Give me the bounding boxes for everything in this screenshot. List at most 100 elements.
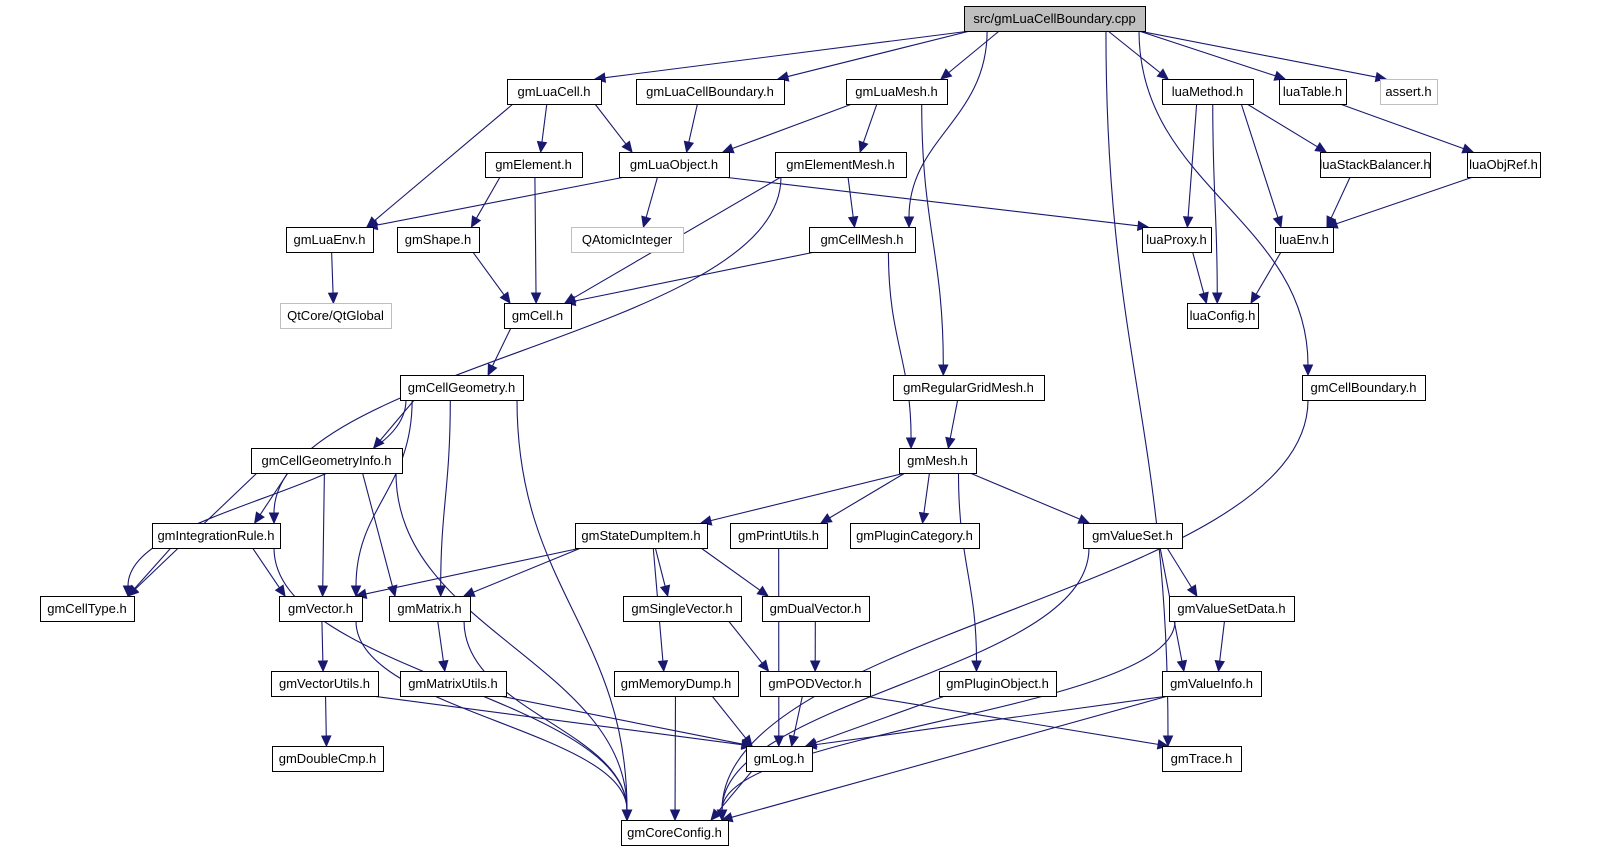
node-gmCellGeometryInfo[interactable]: gmCellGeometryInfo.h [251,448,403,474]
node-box [809,227,916,253]
edge-luaMethod-to-luaProxy [1182,103,1198,229]
edge-line [908,30,988,218]
node-gmDualVector[interactable]: gmDualVector.h [762,596,870,622]
edge-line [379,399,415,441]
node-gmMesh[interactable]: gmMesh.h [899,448,977,474]
node-box [762,596,870,622]
node-gmLuaCell[interactable]: gmLuaCell.h [507,79,602,105]
edge-line [127,399,407,587]
arrowhead-icon [1156,68,1169,80]
edge-line [711,695,747,739]
node-QAtomicInteger[interactable]: QAtomicInteger [571,227,684,253]
edge-gmValueSetData-to-gmValueInfo [1214,620,1226,673]
node-gmVectorUtils[interactable]: gmVectorUtils.h [271,671,379,697]
node-gmValueSetData[interactable]: gmValueSetData.h [1169,596,1295,622]
node-gmMatrix[interactable]: gmMatrix.h [389,596,471,622]
node-gmRegularGridMesh[interactable]: gmRegularGridMesh.h [893,375,1045,401]
node-label: gmElement.h [495,157,572,172]
node-gmMatrixUtils[interactable]: gmMatrixUtils.h [400,671,507,697]
node-gmLuaCellBoundary[interactable]: gmLuaCellBoundary.h [636,79,785,105]
arrowhead-icon [274,584,286,598]
node-box [40,596,135,622]
edge-line [721,399,1309,811]
node-box [614,671,739,697]
arrowhead-icon [320,735,332,748]
node-gmCellMesh[interactable]: gmCellMesh.h [809,227,916,253]
node-gmLuaObject[interactable]: gmLuaObject.h [619,152,730,178]
node-luaConfig[interactable]: luaConfig.h [1187,303,1259,329]
arrowhead-icon [317,585,329,598]
edge-gmLuaEnv-to-QtGlobal [327,251,339,305]
edge-line [815,695,1169,746]
node-gmCell[interactable]: gmCell.h [504,303,572,329]
node-assert[interactable]: assert.h [1380,79,1438,105]
node-box [619,152,730,178]
edge-gmVector-to-gmCoreConfig [355,620,633,822]
node-label: gmCellType.h [47,601,126,616]
node-gmPluginCategory[interactable]: gmPluginCategory.h [850,523,980,549]
node-gmStateDumpItem[interactable]: gmStateDumpItem.h [575,523,708,549]
node-QtGlobal[interactable]: QtCore/QtGlobal [280,303,392,329]
node-box [389,596,471,622]
node-luaMethod[interactable]: luaMethod.h [1162,79,1254,105]
node-gmSingleVector[interactable]: gmSingleVector.h [623,596,742,622]
edge-gmMatrix-to-gmMatrixUtils [437,620,449,673]
arrowhead-icon [945,436,956,450]
edge-gmCellGeometryInfo-to-gmVector [317,472,329,598]
edge-gmLuaObject-to-QAtomicInteger [641,176,659,229]
node-luaProxy[interactable]: luaProxy.h [1142,227,1212,253]
node-luaStackBalancer[interactable]: luaStackBalancer.h [1319,152,1431,178]
edge-line [1336,176,1474,225]
node-luaTable[interactable]: luaTable.h [1279,79,1347,105]
node-gmElement[interactable]: gmElement.h [485,152,583,178]
edge-line [1240,103,1279,218]
node-gmPluginObject[interactable]: gmPluginObject.h [939,671,1057,697]
node-gmPODVector[interactable]: gmPODVector.h [760,671,871,697]
node-gmShape[interactable]: gmShape.h [397,227,480,253]
edge-gmMatrix-to-gmCoreConfig [463,620,633,822]
node-box [272,746,384,772]
node-gmVector[interactable]: gmVector.h [279,596,363,622]
arrowhead-icon [905,437,917,450]
edge-gmCell-to-gmCellGeometry [487,327,512,377]
node-label: gmVector.h [288,601,353,616]
node-gmCoreConfig[interactable]: gmCoreConfig.h [621,820,729,846]
node-gmCellBoundary[interactable]: gmCellBoundary.h [1302,375,1426,401]
node-label: gmValueSetData.h [1177,601,1285,616]
arrowhead-icon [462,587,476,597]
edge-luaStackBalancer-to-luaEnv [1326,176,1351,229]
edge-line [475,176,501,219]
node-label: gmLuaCell.h [518,84,591,99]
node-gmLuaMesh[interactable]: gmLuaMesh.h [846,79,948,105]
node-luaObjRef[interactable]: luaObjRef.h [1467,152,1541,178]
node-label: gmMesh.h [907,453,968,468]
node-label: gmDualVector.h [770,601,862,616]
node-gmMemoryDump[interactable]: gmMemoryDump.h [614,671,739,697]
edge-line [1187,103,1198,218]
edge-gmCellMesh-to-gmCell [563,251,816,307]
node-box [1380,79,1438,105]
arrowhead-icon [1272,215,1283,229]
node-gmLuaEnv[interactable]: gmLuaEnv.h [286,227,374,253]
node-gmCellType[interactable]: gmCellType.h [40,596,135,622]
edge-line [473,547,582,593]
node-luaEnv[interactable]: luaEnv.h [1275,227,1334,253]
node-gmCellGeometry[interactable]: gmCellGeometry.h [400,375,524,401]
node-gmIntegrationRule[interactable]: gmIntegrationRule.h [152,523,281,549]
edge-gmLog-to-gmCoreConfig [710,770,753,821]
edge-line [440,399,451,587]
node-gmTrace[interactable]: gmTrace.h [1162,746,1242,772]
node-gmPrintUtils[interactable]: gmPrintUtils.h [730,523,828,549]
node-label: gmCell.h [512,308,563,323]
node-gmValueSet[interactable]: gmValueSet.h [1083,523,1183,549]
arrowhead-icon [903,216,915,229]
edge-line [700,547,761,591]
node-gmDoubleCmp[interactable]: gmDoubleCmp.h [272,746,384,772]
edge-gmMesh-to-gmStateDumpItem [699,472,906,526]
node-root[interactable]: src/gmLuaCellBoundary.cpp [964,6,1146,32]
edge-line [731,695,1169,818]
node-gmElementMesh[interactable]: gmElementMesh.h [775,152,907,178]
node-gmLog[interactable]: gmLog.h [746,746,813,772]
node-gmValueInfo[interactable]: gmValueInfo.h [1162,671,1262,697]
arrowhead-icon [536,140,548,154]
